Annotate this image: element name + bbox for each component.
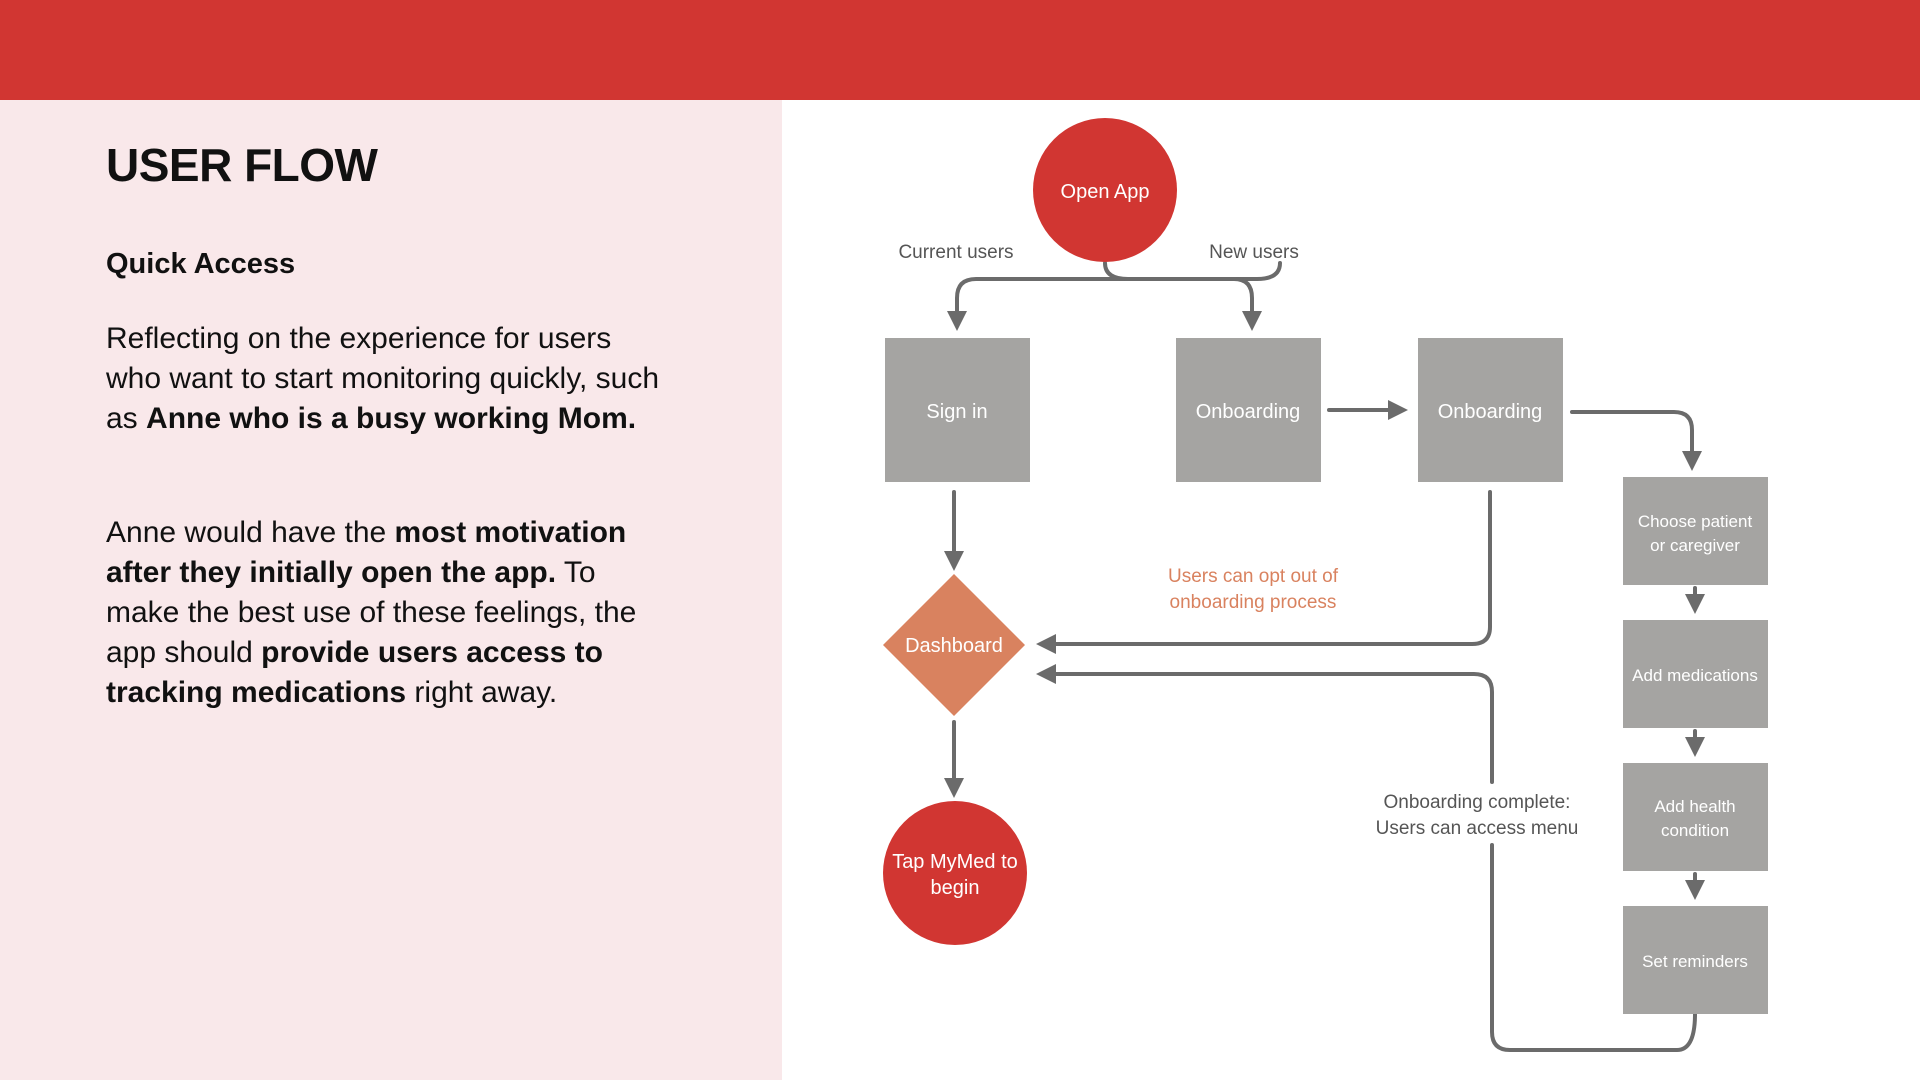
- arrow-open-to-onboarding-1: [1103, 261, 1262, 331]
- arrow-open-to-signin: [947, 261, 1282, 331]
- node-dashboard: Dashboard: [883, 574, 1025, 716]
- user-flow-diagram: Current users New users Users can opt ou…: [883, 118, 1768, 1052]
- paragraph-text: To make the best use of these feelings, …: [106, 556, 637, 669]
- arrow-opt-out: [1036, 490, 1492, 654]
- left-panel: [0, 100, 782, 1080]
- paragraph-text: right away.: [406, 676, 558, 709]
- paragraph-2: Anne would have the most motivation afte…: [106, 513, 666, 713]
- note-onboarding-complete: Onboarding complete:Users can access men…: [1376, 792, 1579, 839]
- svg-text:Sign in: Sign in: [926, 401, 987, 423]
- arrow-onboarding-2-to-choose: [1570, 410, 1702, 471]
- arrow-onboarding-complete-lower: [1490, 843, 1697, 1052]
- node-set-reminders: Set reminders: [1623, 906, 1768, 1014]
- svg-text:Open App: Open App: [1061, 181, 1150, 203]
- node-add-medications: Add medications: [1623, 620, 1768, 728]
- page-title: USER FLOW: [106, 139, 378, 191]
- svg-text:Add medications: Add medications: [1632, 666, 1758, 685]
- paragraph-text: Anne would have the: [106, 516, 395, 549]
- label-current-users: Current users: [898, 242, 1013, 263]
- paragraph-emphasis: provide users access to tracking medicat…: [106, 636, 603, 709]
- svg-text:Dashboard: Dashboard: [905, 635, 1003, 657]
- svg-text:Set reminders: Set reminders: [1642, 952, 1748, 971]
- paragraph-emphasis: most motivation after they initially ope…: [106, 516, 627, 589]
- node-onboarding-1: Onboarding: [1176, 338, 1321, 482]
- paragraph-1: Reflecting on the experience for users w…: [106, 319, 666, 439]
- svg-text:Onboarding: Onboarding: [1196, 401, 1301, 423]
- paragraph-text: Reflecting on the experience for users w…: [106, 322, 660, 435]
- node-open-app: Open App: [1033, 118, 1177, 262]
- paragraph-emphasis: Anne who is a busy working Mom.: [146, 402, 637, 435]
- arrow-onboarding-complete-upper: [1036, 664, 1494, 784]
- svg-text:Onboarding: Onboarding: [1438, 401, 1543, 423]
- header-bar: [0, 0, 1920, 100]
- label-new-users: New users: [1209, 242, 1299, 263]
- node-onboarding-2: Onboarding: [1418, 338, 1563, 482]
- node-sign-in: Sign in: [885, 338, 1030, 482]
- section-heading: Quick Access: [106, 248, 296, 280]
